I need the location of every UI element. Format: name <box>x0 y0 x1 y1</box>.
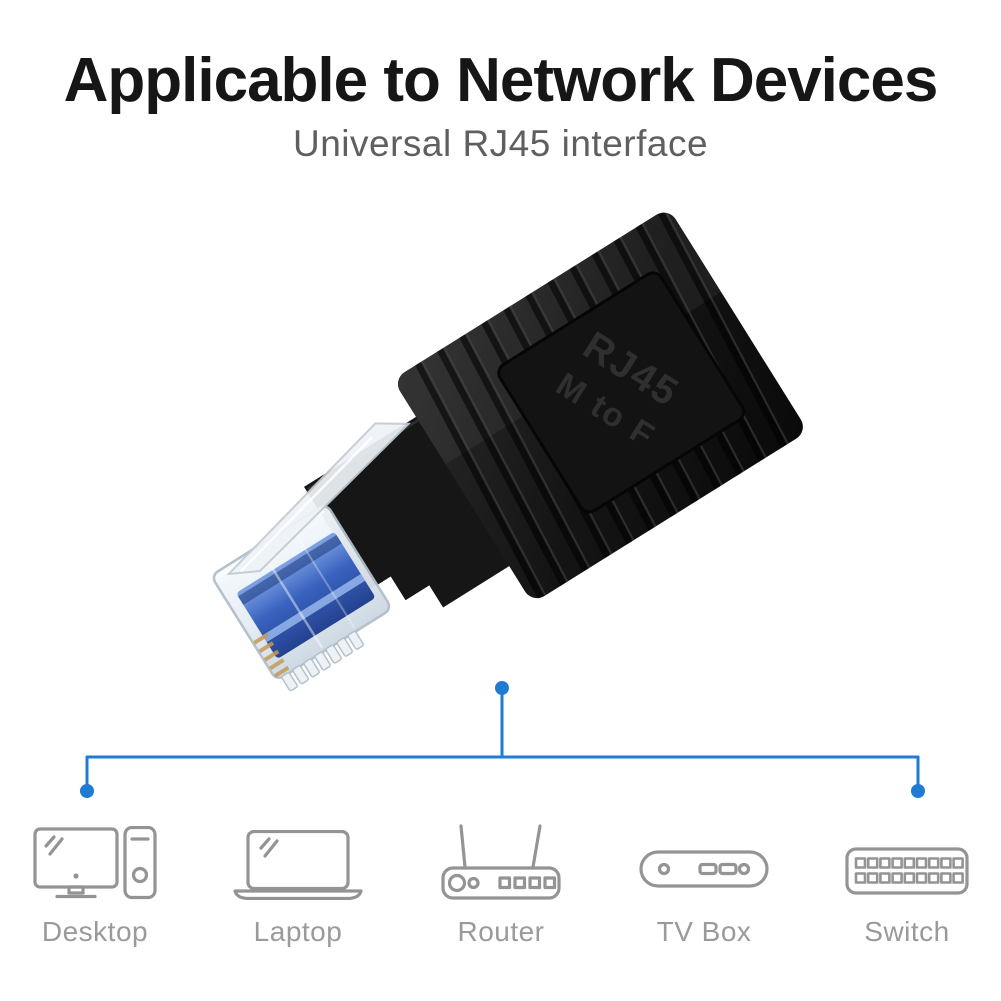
device-item-laptop: Laptop <box>218 806 378 948</box>
device-item-desktop: Desktop <box>15 806 175 948</box>
device-label-switch: Switch <box>864 916 950 947</box>
device-item-router: Router <box>421 806 581 948</box>
header: Applicable to Network Devices Universal … <box>0 0 1001 165</box>
device-item-switch: Switch <box>827 806 987 948</box>
desktop-icon <box>33 826 157 900</box>
router-icon <box>441 824 561 900</box>
device-list: Desktop Laptop <box>0 806 1001 948</box>
page-subtitle: Universal RJ45 interface <box>292 123 709 165</box>
rj45-clear-plug <box>212 422 411 692</box>
switch-icon <box>845 847 969 895</box>
device-label-desktop: Desktop <box>41 916 149 947</box>
device-label-router: Router <box>457 916 545 947</box>
adapter-label-plateau <box>497 271 746 514</box>
device-label-tv-box: TV Box <box>656 916 752 947</box>
tv-box-icon <box>639 850 769 888</box>
device-item-tv-box: TV Box <box>624 806 784 948</box>
laptop-icon <box>233 830 363 900</box>
device-label-laptop: Laptop <box>253 916 343 947</box>
page-title: Applicable to Network Devices <box>63 46 939 115</box>
